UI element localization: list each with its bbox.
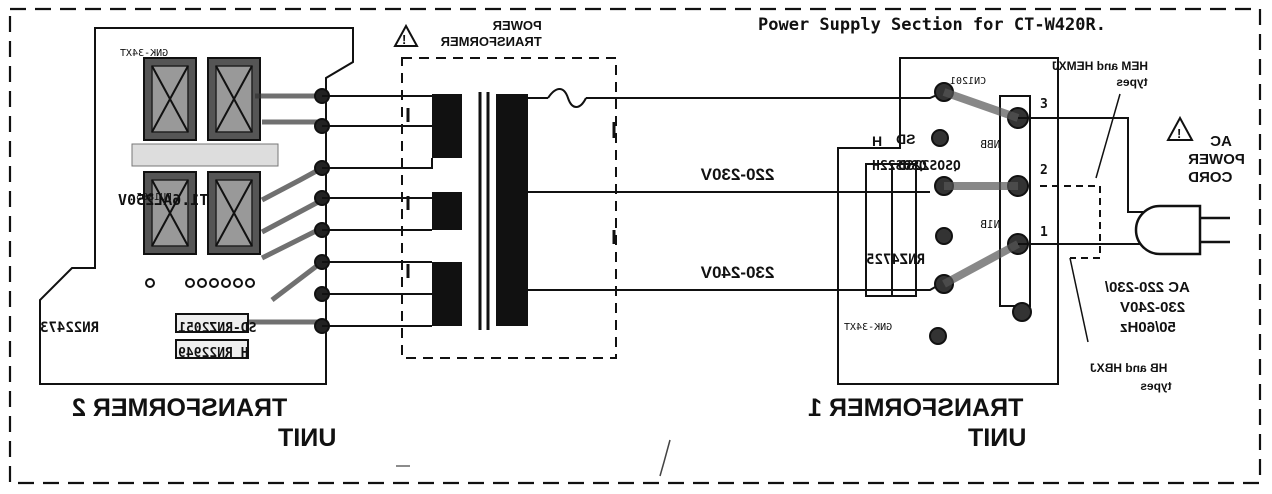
t2-fuse-id: T1.6AL250V: [118, 191, 208, 209]
ac-plug-icon: [1134, 204, 1230, 256]
t1-connector: CN1201: [950, 76, 986, 87]
t1-n1b-label: N1B: [980, 218, 1000, 231]
diagram-title: Power Supply Section for CT-W420R.: [758, 15, 1106, 35]
voltage-tap-lower: 230-240V: [700, 263, 774, 282]
t1-board-id: GNK-34XT: [844, 322, 892, 333]
t1-pin1: 1: [1040, 225, 1048, 240]
t1-part-sd: QSOS22SD: [898, 159, 961, 174]
svg-text:!: !: [1177, 126, 1181, 141]
ac-rating-line1: AC 220-230/: [1104, 279, 1190, 296]
power-transformer-line2: TRANSFORMER: [440, 34, 542, 49]
ac-cord-line1: AC: [1210, 133, 1232, 150]
hb-note-line1: HB and HBXJ: [1090, 361, 1167, 375]
ac-cord-line3: CORD: [1188, 169, 1232, 186]
t2-connector-part3: H RN22949: [178, 346, 248, 361]
t2-label-line1: TRANSFORMER 2: [72, 394, 287, 422]
ac-cord-line2: POWER: [1188, 151, 1245, 168]
t1-h-label: H: [872, 133, 882, 149]
scan-mark: [659, 439, 671, 477]
warning-triangle-icon-ac: !: [1166, 115, 1194, 141]
warning-triangle-icon: !: [393, 23, 419, 47]
t1-label-line2: UNIT: [968, 424, 1026, 452]
secondary-wires: [322, 95, 433, 327]
t1-part-h: QSOS22H: [872, 159, 927, 174]
svg-text:!: !: [402, 32, 406, 47]
t2-label-line2: UNIT: [278, 424, 336, 452]
transformer1-board: [837, 57, 1059, 385]
t2-fuse-part: FU1885: [136, 192, 172, 203]
hem-note-line2: types: [1116, 75, 1148, 89]
t1-pin3: 3: [1040, 97, 1048, 112]
power-transformer: [401, 57, 617, 359]
hb-note-line2: types: [1140, 379, 1172, 393]
t2-board-id: GNK-34XT: [120, 48, 168, 59]
t2-connector-part1: RN22473: [40, 320, 99, 336]
hem-leader-line: [1095, 93, 1121, 179]
t1-pin2: 2: [1040, 163, 1048, 178]
ac-rating-line2: 230-240V: [1120, 299, 1185, 316]
t2-connector-part2: SD-RNZ2051: [178, 321, 256, 336]
t1-nbb-label: NBB: [980, 138, 1000, 151]
hem-note-line1: HEM and HEMXJ: [1052, 59, 1148, 73]
t1-sd-label: SD: [896, 131, 915, 147]
ac-rating-line3: 50/60Hz: [1120, 319, 1176, 336]
outer-frame: [8, 7, 1262, 485]
t1-part-rn: RNZ4725: [866, 252, 925, 268]
fuse-icon: [547, 88, 587, 108]
t1-label-line1: TRANSFORMER 1: [808, 394, 1023, 422]
voltage-tap-upper: 220-230V: [700, 165, 774, 184]
power-transformer-line1: POWER: [492, 18, 542, 33]
